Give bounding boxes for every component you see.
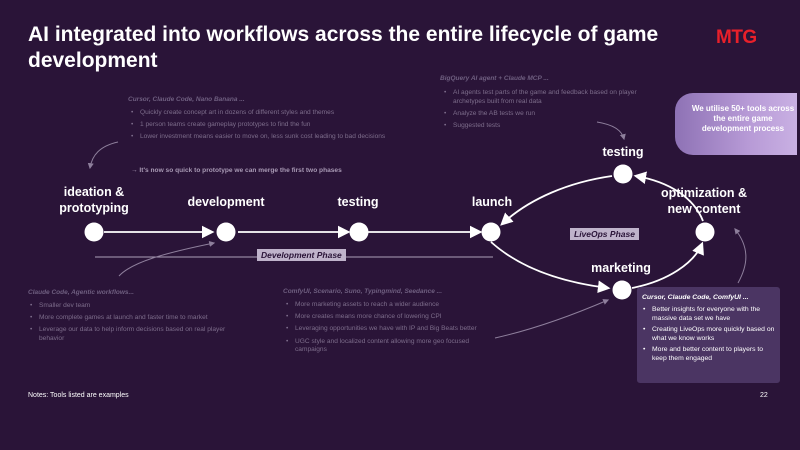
list-item: More creates means more chance of loweri… <box>285 313 500 322</box>
list-item: AI agents test parts of the game and fee… <box>443 89 643 106</box>
list-item: More complete games at launch and faster… <box>29 314 244 323</box>
stage-label-development: development <box>187 195 265 209</box>
callout-arrow <box>494 299 610 339</box>
list-item: More and better content to players to ke… <box>641 346 779 363</box>
list-item: Smaller dev team <box>29 302 244 311</box>
list-item: UGC style and localized content allowing… <box>285 338 500 355</box>
list-item: Analyze the AB tests we run <box>443 110 643 119</box>
node-testing-liveops <box>613 164 633 184</box>
list-item: More marketing assets to reach a wider a… <box>285 301 500 310</box>
testing-tools-heading: BigQuery AI agent + Claude MCP ... <box>440 75 549 82</box>
callout-arrow <box>596 121 626 141</box>
callout-arrow <box>87 141 119 170</box>
node-launch <box>481 222 501 242</box>
stage-label-launch: launch <box>471 195 513 209</box>
stage-label-ideation: ideation & prototyping <box>59 185 129 215</box>
development-phase-label: Development Phase <box>257 249 346 261</box>
node-optimization <box>695 222 715 242</box>
stage-label-optimization: optimization & new content <box>660 186 748 216</box>
testing-notes-list: AI agents test parts of the game and fee… <box>443 89 643 134</box>
flow-arrow <box>490 241 611 293</box>
stage-label-testing-liveops: testing <box>602 145 644 159</box>
page-title: AI integrated into workflows across the … <box>28 23 659 72</box>
callout-arrow <box>734 228 747 284</box>
list-item: Creating LiveOps more quickly based on w… <box>641 326 779 343</box>
mtg-logo: MTG <box>716 27 757 46</box>
marketing-notes-list: More marketing assets to reach a wider a… <box>285 301 500 358</box>
node-testing <box>349 222 369 242</box>
svg-text:MTG: MTG <box>716 27 757 46</box>
list-item: Leverage our data to help inform decisio… <box>29 326 244 343</box>
list-item: Better insights for everyone with the ma… <box>641 306 779 323</box>
list-item: Leveraging opportunities we have with IP… <box>285 325 500 334</box>
prototype-merge-note: → It's now so quick to prototype we can … <box>131 167 342 174</box>
flow-arrow <box>500 175 613 226</box>
development-tools-heading: Claude Code, Agentic workflows... <box>28 289 134 296</box>
footnote: Notes: Tools listed are examples <box>28 392 129 399</box>
page-number: 22 <box>760 392 768 399</box>
node-marketing <box>612 280 632 300</box>
stage-label-marketing: marketing <box>591 261 651 275</box>
tools-badge-text: We utilise 50+ tools across the entire g… <box>691 104 795 133</box>
node-development <box>216 222 236 242</box>
flow-arrow <box>631 241 704 289</box>
callout-arrow <box>118 241 216 277</box>
liveops-notes-list: Better insights for everyone with the ma… <box>641 306 779 367</box>
flow-arrow <box>633 171 704 222</box>
list-item: Suggested tests <box>443 122 643 131</box>
stage-label-testing: testing <box>337 195 379 209</box>
liveops-tools-heading: Cursor, Claude Code, ComfyUI ... <box>642 294 749 301</box>
list-item: Lower investment means easier to move on… <box>130 133 395 142</box>
liveops-phase-label: LiveOps Phase <box>570 228 639 240</box>
list-item: Quickly create concept art in dozens of … <box>130 109 395 118</box>
ideation-notes-list: Quickly create concept art in dozens of … <box>130 109 395 146</box>
ideation-tools-heading: Cursor, Claude Code, Nano Banana ... <box>128 96 245 103</box>
marketing-tools-heading: ComfyUI, Scenario, Suno, Typingmind, See… <box>283 288 443 295</box>
list-item: 1 person teams create gameplay prototype… <box>130 121 395 130</box>
tools-badge <box>675 93 797 155</box>
node-ideation <box>84 222 104 242</box>
development-notes-list: Smaller dev team More complete games at … <box>29 302 244 347</box>
